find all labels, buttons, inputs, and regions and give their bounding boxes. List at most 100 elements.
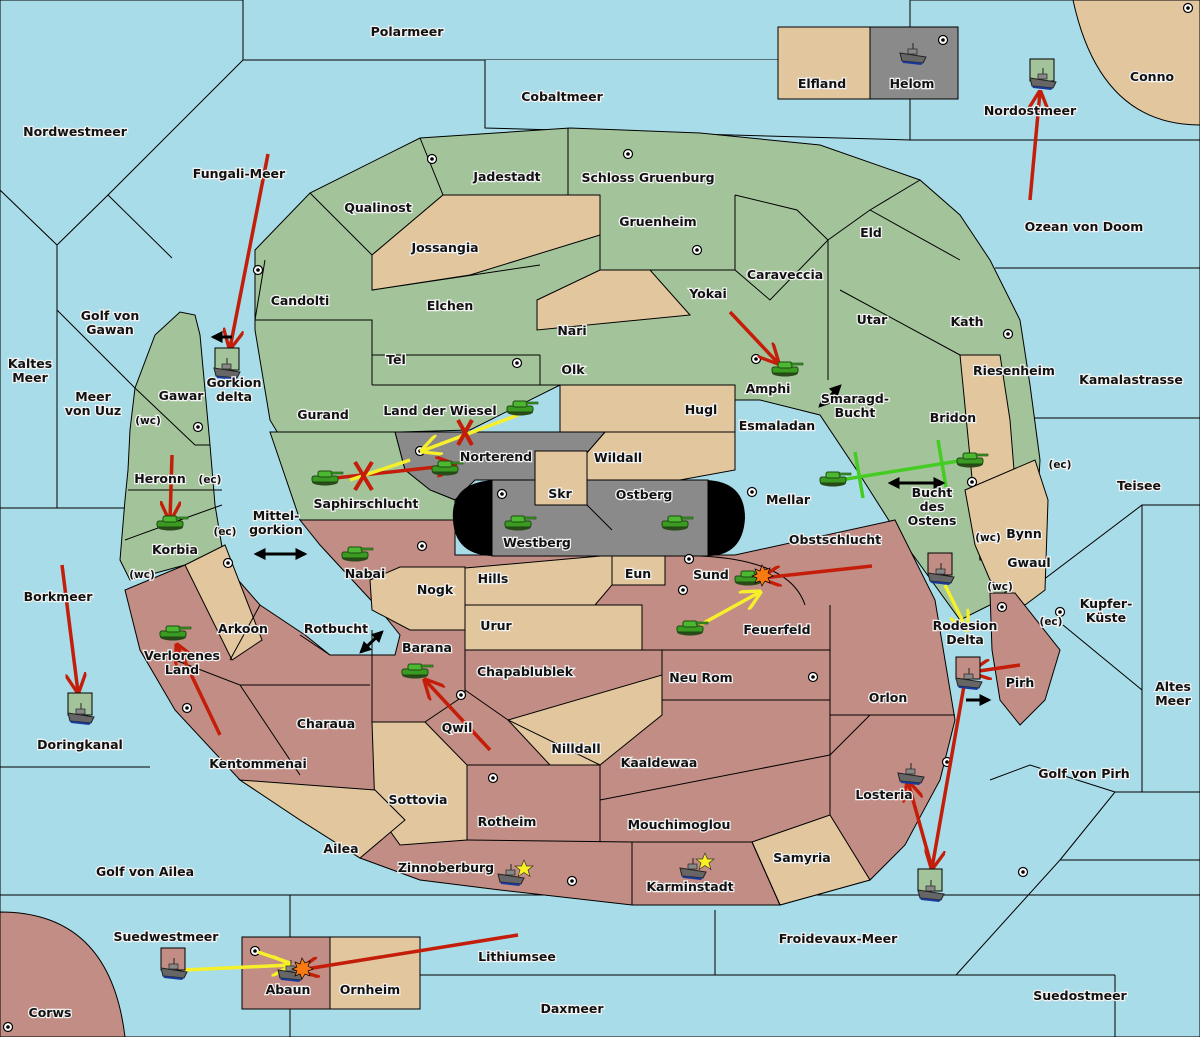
territory-label-hills: Hills — [478, 571, 509, 586]
supply-center-icon — [511, 357, 523, 369]
supply-center-icon — [416, 540, 428, 552]
dislodged-burst-icon — [291, 957, 314, 980]
territory-label-sottovia: Sottovia — [389, 792, 448, 807]
territory-label-karminstadt: Karminstadt — [646, 879, 733, 894]
territory-label-kath: Kath — [951, 314, 984, 329]
territory-label-yokai: Yokai — [688, 286, 727, 301]
territory-label-kentommenai: Kentommenai — [209, 756, 307, 771]
order-move-obstschlucht-to-sund — [762, 564, 873, 578]
sea-label-fungali-meer: Fungali-Meer — [193, 166, 286, 181]
sea-label-mittel-gorkion: Mittel-gorkion — [249, 508, 303, 537]
territory-arkoon[interactable] — [184, 544, 263, 661]
sea-label-borkmeer: Borkmeer — [24, 589, 94, 604]
supply-center-icon — [566, 875, 578, 887]
order-move-heronn-to-korbia — [170, 454, 172, 520]
supply-center-icon — [1182, 2, 1194, 14]
sea-label-suedostmeer: Suedostmeer — [1033, 988, 1127, 1003]
territory-elfland[interactable] — [777, 26, 871, 100]
sea-label-nordwestmeer: Nordwestmeer — [23, 124, 128, 139]
territory-conno[interactable] — [1072, 0, 1200, 126]
build-star-icon — [695, 852, 715, 871]
territory-label-arkoon: Arkoon — [218, 621, 268, 636]
sea-border-daxmeer — [420, 910, 1116, 1037]
territory-label-pirh: Pirh — [1006, 675, 1035, 690]
territory-label-heronn: Heronn — [134, 471, 186, 486]
sea-label-froidevaux-meer: Froidevaux-Meer — [779, 931, 898, 946]
territory-label-wildall: Wildall — [594, 450, 642, 465]
arrow-smaragd — [818, 384, 842, 408]
supply-center-icon — [181, 702, 193, 714]
territory-label-nari: Nari — [557, 323, 586, 338]
sea-label-golf-von-ailea: Golf von Ailea — [96, 864, 194, 879]
territory-label-korbia: Korbia — [152, 542, 198, 557]
territory-corws[interactable] — [0, 911, 126, 1037]
capsule-end-west — [452, 480, 495, 556]
capsule-end-east — [707, 480, 745, 556]
territory-label-norterend: Norterend — [460, 449, 532, 464]
order-move-lithiumsee-to-abaun — [300, 933, 519, 970]
coast-label-ec: (ec) — [214, 526, 237, 538]
border-karminstadt — [632, 841, 781, 906]
supply-center-icon — [222, 557, 234, 569]
green-west-borders — [254, 259, 560, 386]
sea-label-lithiumsee: Lithiumsee — [478, 949, 556, 964]
territory-label-elchen: Elchen — [427, 298, 474, 313]
territory-pirh[interactable] — [989, 592, 1061, 726]
supply-center-icon — [691, 244, 703, 256]
order-move-qwil-to-barana — [425, 680, 492, 752]
territory-label-elfland: Elfland — [798, 76, 846, 91]
territory-label-amphi: Amphi — [746, 381, 791, 396]
sea-nordwestmeer[interactable] — [0, 59, 244, 246]
territory-label-feuerfeld: Feuerfeld — [743, 622, 810, 637]
order-support-suedwest — [184, 965, 290, 970]
labels-layer: PolarmeerCobaltmeerNordwestmeerFungali-M… — [7, 23, 1193, 1022]
territory-hills[interactable] — [464, 554, 613, 606]
order-convoy-cross-1 — [853, 451, 865, 499]
territory-nari[interactable] — [536, 269, 692, 331]
territory-label-gawar: Gawar — [159, 388, 205, 403]
territory-jossangia[interactable] — [371, 194, 601, 291]
coast-label-wc: (wc) — [987, 581, 1013, 593]
sea-label-golf-von-pirh: Golf von Pirh — [1038, 766, 1129, 781]
territory-nilldall[interactable] — [507, 674, 663, 766]
territory-label-corws: Corws — [29, 1005, 72, 1020]
sea-label-doringkanal: Doringkanal — [37, 737, 123, 752]
coast-label-ec: (ec) — [1049, 459, 1072, 471]
cut-marker-x — [353, 460, 374, 492]
territory-label-eld: Eld — [860, 225, 882, 240]
territory-label-westberg: Westberg — [503, 535, 571, 550]
territory-label-orlon: Orlon — [869, 690, 908, 705]
order-support-wiesel — [422, 413, 519, 451]
sea-border-east — [989, 505, 1143, 793]
land-layer — [119, 0, 1200, 621]
territory-label-caraveccia: Caraveccia — [747, 267, 823, 282]
territory-label-bynn: Bynn — [1006, 526, 1041, 541]
territory-label-chapablublek: Chapablublek — [477, 664, 574, 679]
territory-label-gurand: Gurand — [297, 407, 349, 422]
territory-bynn-gwaul[interactable] — [964, 459, 1049, 606]
supply-center-icon — [455, 689, 467, 701]
territory-skr[interactable] — [534, 450, 588, 506]
supply-center-icon — [937, 34, 949, 46]
supply-center-icon — [966, 476, 978, 488]
sea-label-kupfer-kueste: Kupfer-Küste — [1080, 596, 1133, 625]
territory-label-saphirschlucht: Saphirschlucht — [314, 496, 419, 511]
territory-label-charaua: Charaua — [297, 716, 355, 731]
territory-label-utar: Utar — [857, 312, 889, 327]
territory-label-gwaul: Gwaul — [1007, 555, 1050, 570]
territory-label-abaun: Abaun — [266, 982, 311, 997]
order-support-abaun — [257, 950, 291, 965]
territory-label-gruenheim: Gruenheim — [619, 214, 696, 229]
coast-label-wc: (wc) — [975, 532, 1001, 544]
territory-label-kaaldewaa: Kaaldewaa — [621, 755, 698, 770]
supply-center-icon — [249, 945, 261, 957]
supply-center-icon — [996, 601, 1008, 613]
territory-label-jadestadt: Jadestadt — [472, 169, 540, 184]
territory-label-qualinost: Qualinost — [344, 200, 411, 215]
territory-ailea[interactable] — [238, 779, 406, 859]
territory-ornheim[interactable] — [329, 936, 421, 1010]
